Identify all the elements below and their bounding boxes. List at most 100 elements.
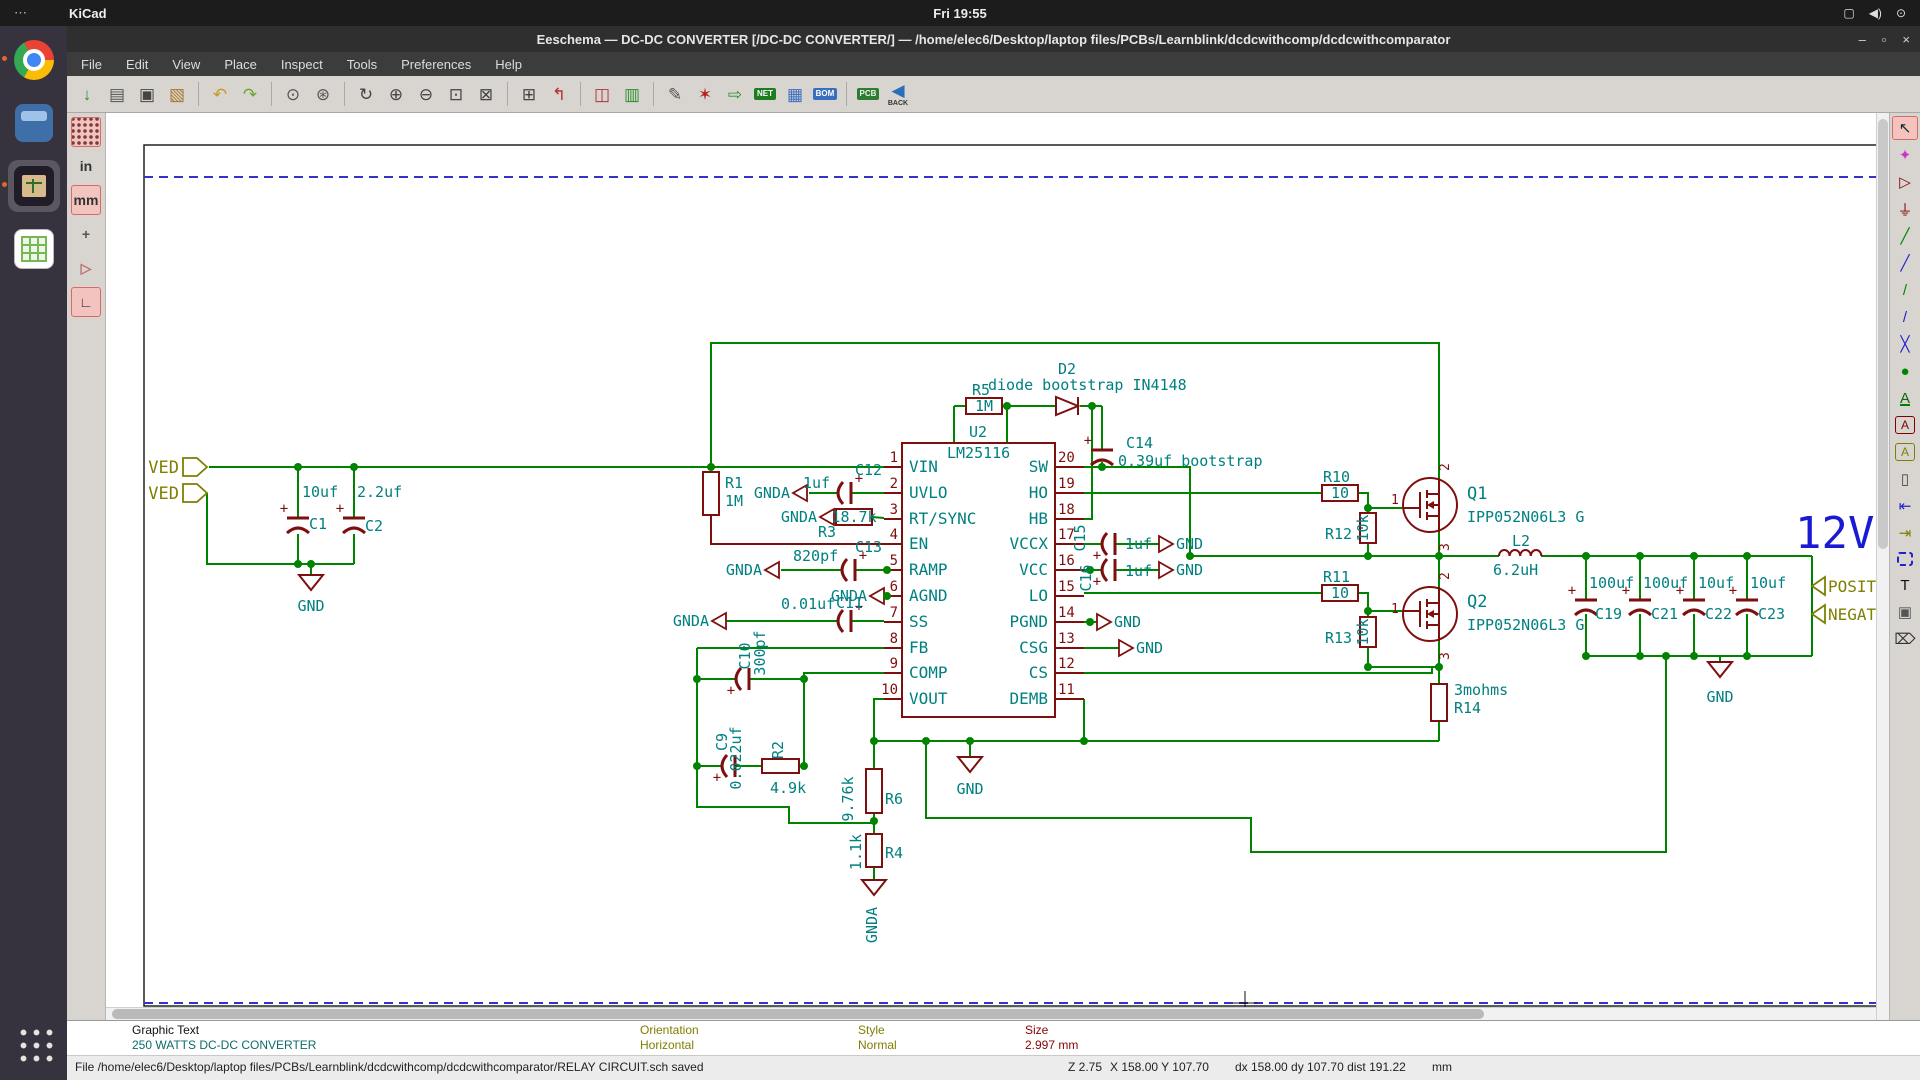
place-symbol-button[interactable]: ▷ (1899, 174, 1911, 191)
close-button[interactable]: × (1902, 31, 1910, 47)
schematic-text: R10 (1323, 468, 1350, 486)
netlist-button[interactable]: NET (751, 80, 779, 108)
find-button[interactable]: ⊙ (279, 80, 307, 108)
undo-button[interactable]: ↶ (206, 80, 234, 108)
cursor-shape-button[interactable]: + (81, 226, 91, 242)
dock-item-show-applications[interactable] (8, 1017, 60, 1069)
page-settings-button[interactable]: ▤ (103, 80, 131, 108)
active-app-name[interactable]: KiCad (69, 5, 107, 21)
print-button[interactable]: ▣ (133, 80, 161, 108)
paste-button[interactable]: ▧ (163, 80, 191, 108)
dock-item-files[interactable] (8, 97, 60, 149)
menu-tools[interactable]: Tools (346, 56, 378, 72)
redo-button[interactable]: ↷ (236, 80, 264, 108)
capacitor-plate (720, 753, 729, 779)
erc-button[interactable]: ✶ (691, 80, 719, 108)
import-sheet-pin-button[interactable]: ⇤ (1898, 498, 1912, 515)
schematic-text: 2 (1438, 572, 1453, 580)
zoom-in-button[interactable]: ⊕ (382, 80, 410, 108)
sheet-pin-button[interactable]: ⇥ (1898, 525, 1912, 542)
dock-item-kicad[interactable] (1, 160, 60, 212)
bom-button[interactable]: BOM (811, 80, 839, 108)
dock-item-chrome[interactable] (1, 34, 60, 86)
zoom-selection-button[interactable]: ⊠ (472, 80, 500, 108)
menu-preferences[interactable]: Preferences (401, 56, 472, 72)
menu-file[interactable]: File (81, 56, 102, 72)
schematic-text: 10k (1354, 618, 1372, 645)
schematic-text: 3mohms (1454, 681, 1508, 699)
power-icon[interactable]: ⊙ (1895, 6, 1906, 20)
place-text-button[interactable]: T (1900, 576, 1910, 594)
system-tray[interactable]: ▢ ◀) ⊙ (1843, 6, 1906, 20)
graphic-line-button[interactable] (1897, 552, 1913, 566)
cursor-button[interactable]: ↖ (1892, 116, 1918, 140)
vertical-scrollbar[interactable] (1876, 113, 1889, 1020)
maximize-button[interactable]: ▫ (1881, 31, 1887, 47)
hierarchical-label-button[interactable]: A (1895, 443, 1915, 461)
zoom-fit-button[interactable]: ⊡ (442, 80, 470, 108)
zoom-out-button[interactable]: ⊖ (412, 80, 440, 108)
run-pcbnew-button[interactable]: PCB (854, 80, 882, 108)
hidden-pins-button[interactable]: ▷ (80, 259, 92, 276)
schematic-text: 18.7k (831, 508, 876, 526)
junction-button[interactable]: ● (1900, 362, 1910, 380)
edit-schematic-setup-button[interactable]: ✎ (661, 80, 689, 108)
minimize-button[interactable]: – (1858, 31, 1866, 47)
horizontal-scrollbar[interactable] (106, 1007, 1876, 1020)
vscroll-thumb[interactable] (1878, 119, 1888, 549)
hierarchical-sheet-button[interactable]: ▯ (1900, 471, 1910, 488)
redo-icon: ↷ (242, 84, 258, 104)
menu-view[interactable]: View (172, 56, 201, 72)
highlight-net-button[interactable]: ✦ (1898, 147, 1912, 164)
find-replace-button[interactable]: ⊛ (309, 80, 337, 108)
place-power-port-button[interactable]: ⏚ (1897, 201, 1913, 219)
hv-wire-orientation-button[interactable]: ∟ (71, 287, 101, 317)
wire (1084, 406, 1093, 520)
back-annotate-button[interactable]: ◀BACK (884, 80, 912, 108)
redraw-view-button[interactable]: ↻ (352, 80, 380, 108)
status-units: mm (1432, 1060, 1452, 1074)
schematic-text: R14 (1454, 699, 1481, 717)
schematic-text: + (280, 501, 288, 517)
wire-to-bus-entry-button[interactable]: / (1902, 281, 1908, 299)
activities-dots-icon[interactable]: ⋯ (14, 5, 29, 20)
hierarchy-navigator-button[interactable]: ⊞ (515, 80, 543, 108)
volume-icon[interactable]: ◀) (1868, 6, 1882, 20)
menu-help[interactable]: Help (495, 56, 522, 72)
resistor (702, 471, 720, 516)
place-wire-button[interactable]: ╱ (1900, 228, 1910, 245)
save-button[interactable]: ↓ (73, 80, 101, 108)
place-image-button[interactable]: ▣ (1897, 604, 1913, 621)
mosfet (1402, 586, 1458, 642)
schematic-text: 100uf (1589, 574, 1634, 592)
units-inches-button[interactable]: in (79, 158, 93, 174)
hscroll-thumb[interactable] (112, 1009, 1484, 1019)
window-titlebar[interactable]: Eeschema — DC-DC CONVERTER [/DC-DC CONVE… (67, 26, 1920, 52)
schematic-text: 14 (1058, 605, 1075, 621)
net-label-button[interactable]: A (1899, 389, 1910, 407)
place-bus-button[interactable]: ╱ (1900, 255, 1910, 272)
bus-to-bus-entry-button[interactable]: / (1902, 308, 1908, 326)
delete-button[interactable]: ⌦ (1894, 631, 1916, 648)
units-mm-button[interactable]: mm (71, 185, 101, 215)
screen-icon[interactable]: ▢ (1843, 6, 1855, 20)
menu-inspect[interactable]: Inspect (280, 56, 323, 72)
toolbar-separator (846, 82, 847, 106)
grid-toggle-button[interactable] (71, 117, 101, 147)
assign-footprints-button[interactable]: ◫ (588, 80, 616, 108)
menu-edit[interactable]: Edit (125, 56, 149, 72)
resistor (1321, 484, 1359, 502)
annotate-button[interactable]: ▥ (618, 80, 646, 108)
schematic-text: C10 (736, 642, 754, 669)
leave-sheet-button[interactable]: ↰ (545, 80, 573, 108)
schematic-text: GND (1136, 639, 1163, 657)
symbol-fields-table-button[interactable]: ▦ (781, 80, 809, 108)
junction-dot (800, 675, 808, 683)
dock-item-libreoffice-calc[interactable] (8, 223, 60, 275)
system-clock[interactable]: Fri 19:55 (933, 5, 987, 21)
no-connect-flag-button[interactable]: ╳ (1900, 336, 1910, 353)
global-label-button[interactable]: A (1895, 416, 1915, 434)
update-pcb-button[interactable]: ⇨ (721, 80, 749, 108)
menu-place[interactable]: Place (224, 56, 257, 72)
